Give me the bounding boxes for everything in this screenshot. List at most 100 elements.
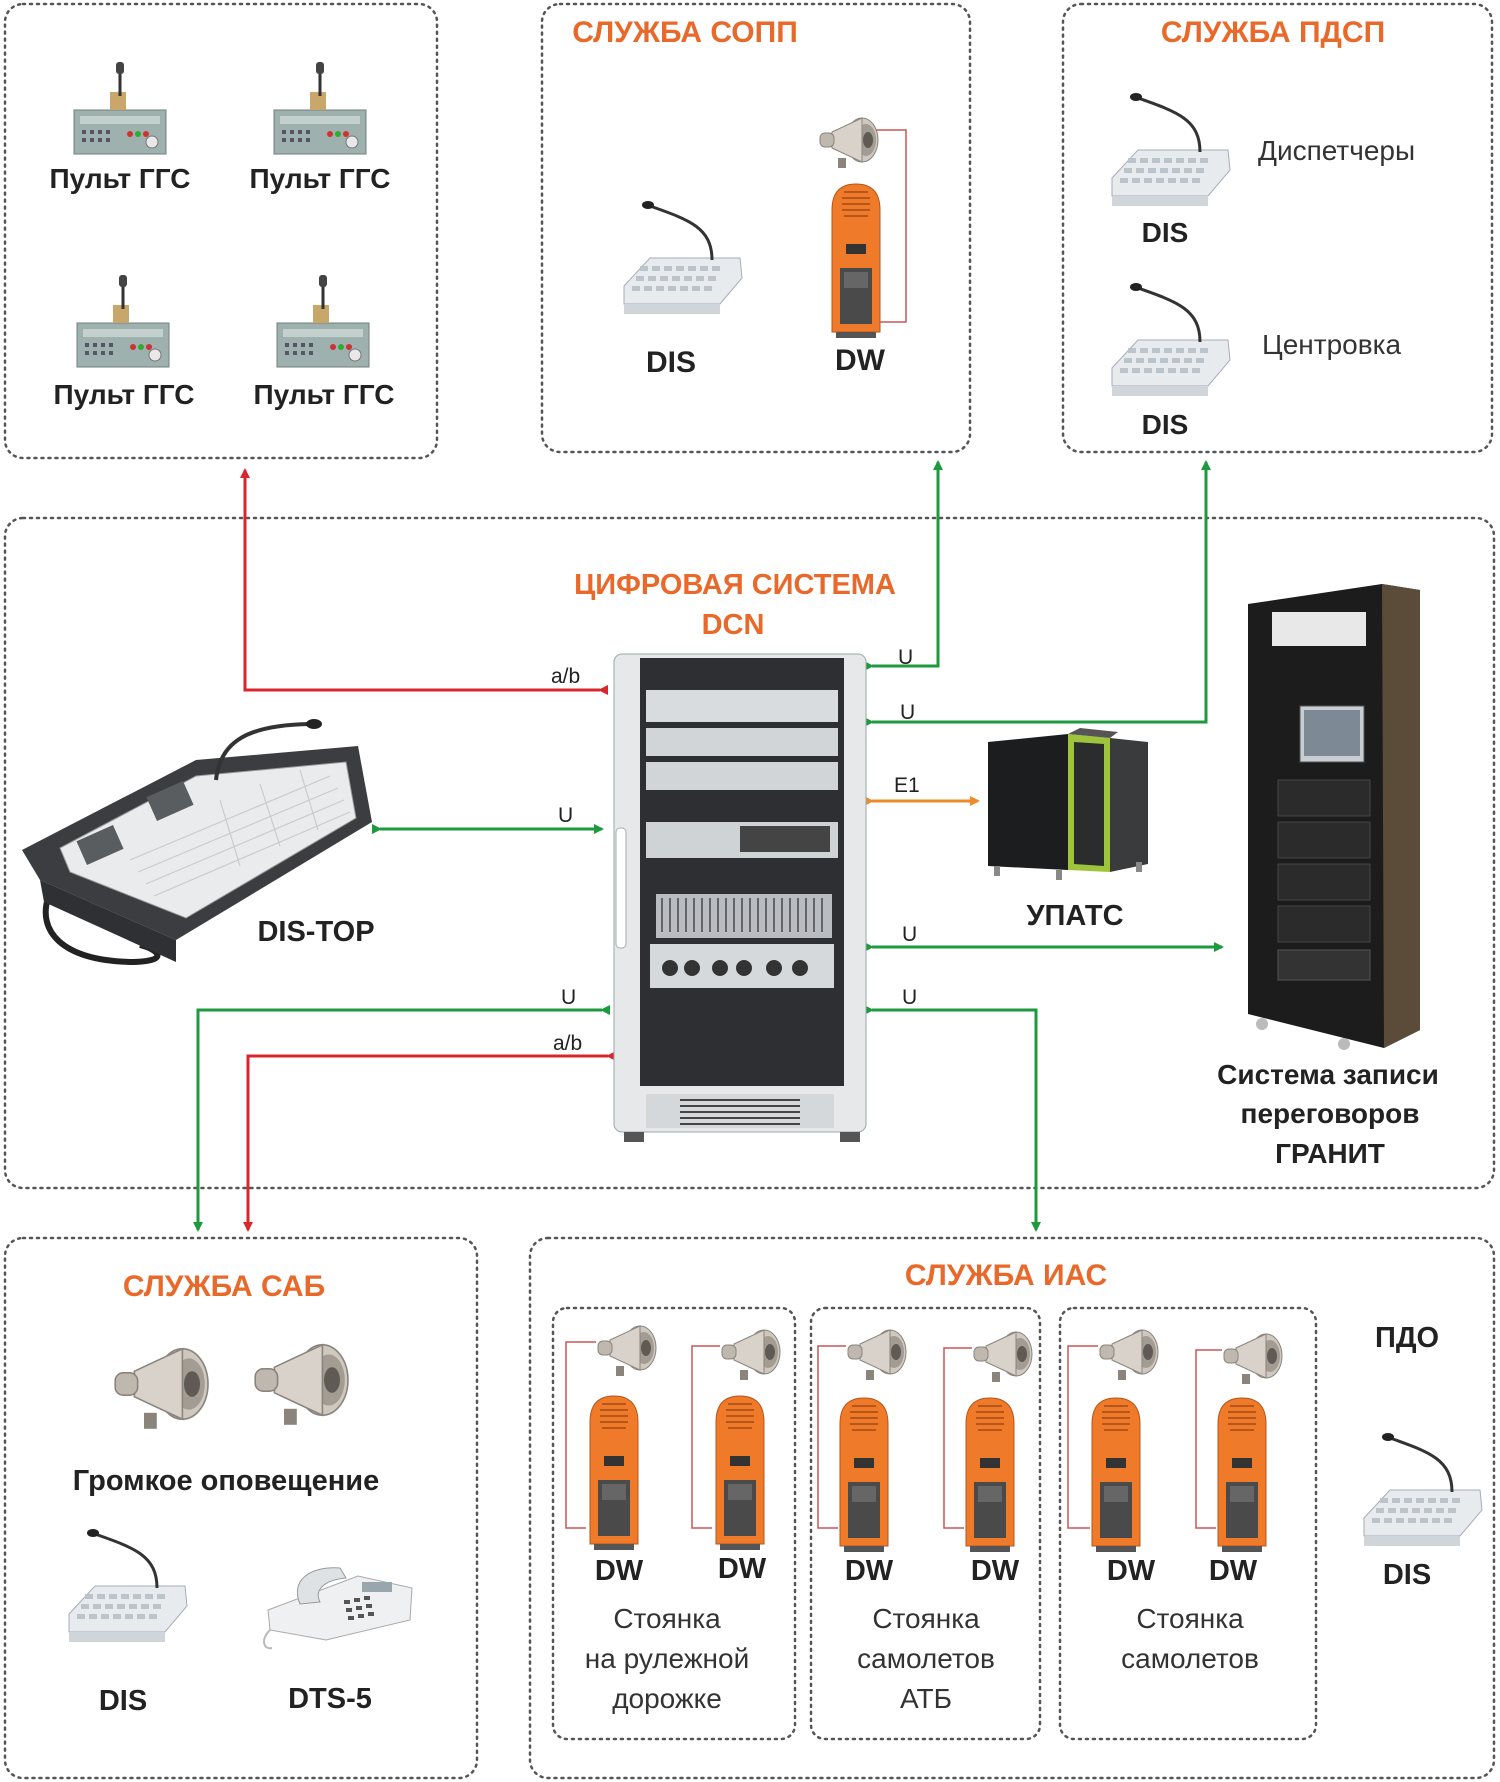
horn-speaker-icon (254, 1344, 349, 1426)
dcn-group-border (3, 516, 1496, 1190)
link-sopp-u (864, 460, 943, 671)
dw-speaker-wire (1067, 1345, 1098, 1529)
horn-speaker-icon (721, 1329, 781, 1381)
pdsp-centering-label: Центровка (1262, 329, 1401, 360)
horn-speaker-icon (1099, 1329, 1159, 1381)
recorder-rack-icon (1248, 584, 1420, 1050)
dw-intercom-icon (1091, 1397, 1141, 1553)
ias-group1-line1: Стоянка (613, 1603, 721, 1634)
ggs-console-icon (275, 273, 371, 369)
dw-speaker-wire (1195, 1349, 1222, 1529)
dcn-rack-icon (613, 653, 867, 1142)
ias-pdo-dis-label: DIS (1383, 1559, 1431, 1591)
ias-group3-line1: Стоянка (1136, 1603, 1244, 1634)
ias-title: СЛУЖБА ИАС (905, 1259, 1107, 1292)
link-ias-u (864, 1005, 1041, 1232)
ggs-label-4: Пульт ГГС (254, 379, 395, 410)
sab-dis-label: DIS (99, 1685, 147, 1717)
dw-speaker-wire (943, 1347, 972, 1529)
ias-group2-line3: АТБ (900, 1683, 952, 1714)
ias-dw-label-1: DW (595, 1555, 644, 1587)
horn-speaker-icon (597, 1325, 657, 1377)
dis-panel-icon (1110, 281, 1232, 398)
ias-dw-label-3: DW (845, 1555, 894, 1587)
horn-speaker-icon (847, 1329, 907, 1381)
granit-label-line3: ГРАНИТ (1275, 1138, 1385, 1169)
granit-label-line1: Система записи (1217, 1059, 1439, 1090)
dcn-title-line2: DCN (702, 609, 765, 641)
dw-intercom-icon (1217, 1397, 1267, 1553)
ias-subgroup-1 (551, 1306, 797, 1741)
ias-group1-line3: дорожке (612, 1683, 722, 1714)
ias-pdo-label: ПДО (1375, 1322, 1439, 1354)
sab-dts-label: DTS-5 (288, 1683, 372, 1715)
label-u-sab: U (561, 986, 576, 1009)
pbx-icon (988, 728, 1148, 880)
horn-speaker-icon (819, 117, 879, 169)
dis-top-label: DIS-TOP (257, 916, 374, 948)
ias-dw-label-5: DW (1107, 1555, 1156, 1587)
ias-group3-line2: самолетов (1121, 1643, 1259, 1674)
ias-group1-line2: на рулежной (585, 1643, 749, 1674)
dis-panel-icon (622, 199, 744, 316)
pdsp-group-border (1061, 2, 1494, 454)
link-sab-ab (243, 1051, 616, 1232)
sab-loud-label: Громкое оповещение (73, 1465, 379, 1497)
ias-subgroup-2 (809, 1306, 1042, 1741)
desk-phone-icon (263, 1567, 413, 1650)
dis-panel-icon (1110, 91, 1232, 208)
granit-label-line2: переговоров (1241, 1098, 1420, 1129)
sopp-dis-label: DIS (646, 346, 696, 379)
dw-speaker-wire (876, 129, 907, 323)
ias-dw-label-6: DW (1209, 1555, 1258, 1587)
sopp-title: СЛУЖБА СОПП (572, 16, 798, 49)
horn-speaker-icon (1223, 1333, 1283, 1385)
dcn-title-line1: ЦИФРОВАЯ СИСТЕМА (574, 569, 896, 601)
ggs-console-icon (75, 273, 171, 369)
label-u-ias: U (902, 986, 917, 1009)
dw-intercom-icon (715, 1395, 765, 1551)
sab-title: СЛУЖБА САБ (123, 1270, 325, 1303)
dis-panel-icon (1362, 1431, 1484, 1548)
label-u-distop: U (558, 804, 573, 827)
label-u-sopp: U (898, 646, 913, 669)
label-ab-sab: a/b (553, 1032, 582, 1055)
link-sab-u (193, 1005, 610, 1232)
horn-speaker-icon (114, 1348, 209, 1430)
link-ggs-ab (240, 468, 608, 695)
ias-group2-line1: Стоянка (872, 1603, 980, 1634)
dw-intercom-icon (589, 1395, 639, 1551)
label-ab-top: a/b (551, 665, 580, 688)
pdsp-dispatchers-label: Диспетчеры (1258, 135, 1415, 166)
pdsp-title: СЛУЖБА ПДСП (1161, 16, 1385, 49)
dis-panel-icon (67, 1527, 189, 1644)
link-pdsp-u (864, 460, 1211, 727)
dw-speaker-wire (691, 1345, 720, 1529)
ias-dw-label-4: DW (971, 1555, 1020, 1587)
ggs-console-icon (72, 60, 168, 156)
sopp-dw-label: DW (835, 344, 886, 377)
ias-group2-line2: самолетов (857, 1643, 995, 1674)
dis-top-console-icon (22, 719, 372, 966)
upats-label: УПАТС (1026, 900, 1123, 932)
label-u-pdsp: U (900, 701, 915, 724)
horn-speaker-icon (973, 1331, 1033, 1383)
label-e1: E1 (894, 774, 920, 797)
sab-group-border (3, 1236, 479, 1780)
ggs-label-3: Пульт ГГС (54, 379, 195, 410)
ias-subgroup-3 (1058, 1306, 1318, 1741)
ggs-console-icon (272, 60, 368, 156)
dw-intercom-icon (965, 1397, 1015, 1553)
ias-group-border (528, 1236, 1496, 1780)
dw-speaker-wire (565, 1341, 596, 1529)
label-u-granit: U (902, 923, 917, 946)
dw-intercom-icon (831, 183, 881, 339)
ggs-label-2: Пульт ГГС (250, 163, 391, 194)
ggs-label-1: Пульт ГГС (50, 163, 191, 194)
dw-intercom-icon (839, 1397, 889, 1553)
pdsp-dis-label-1: DIS (1142, 217, 1189, 248)
sopp-group-border (540, 2, 972, 454)
ias-dw-label-2: DW (718, 1553, 767, 1585)
dw-speaker-wire (817, 1345, 846, 1529)
